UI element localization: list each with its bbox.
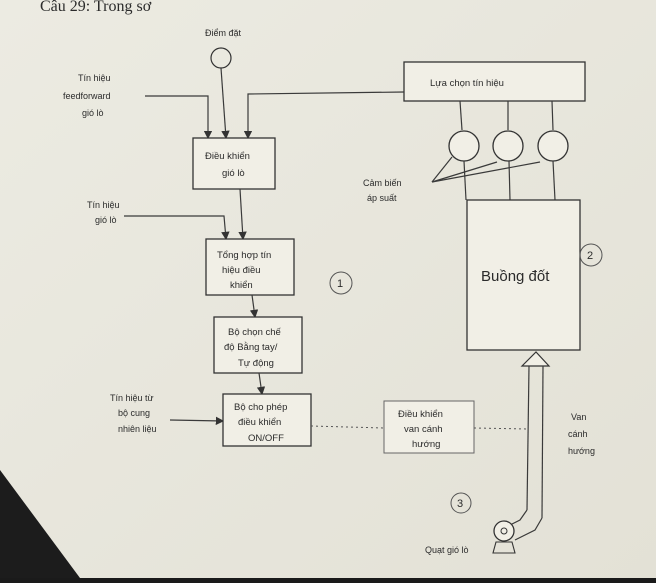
svg-text:Van: Van xyxy=(571,412,586,422)
setpoint-label: Điểm đặt xyxy=(205,28,242,38)
marker-3 xyxy=(450,492,472,514)
marker-1-label: 1 xyxy=(337,278,343,290)
combustion-chamber xyxy=(466,199,581,351)
vane-control-label-3: hướng xyxy=(412,439,440,450)
permit-link xyxy=(310,425,385,429)
marker-2 xyxy=(579,243,603,267)
permit-label-2: điều khiển xyxy=(238,417,281,428)
air-control-label-2: gió lò xyxy=(222,168,245,179)
fan-icon xyxy=(492,520,516,554)
signal-select-label: Lựa chọn tín hiệu xyxy=(430,78,504,89)
vane-control-block xyxy=(383,400,475,454)
svg-text:cánh: cánh xyxy=(568,429,588,439)
synthesis-label-2: hiệu điều xyxy=(222,265,261,276)
permit-label-1: Bộ cho phép xyxy=(234,402,287,413)
svg-text:bộ cung: bộ cung xyxy=(118,408,150,418)
synthesis-block xyxy=(205,238,295,296)
marker-1 xyxy=(329,271,353,295)
permit-block xyxy=(222,393,312,447)
setpoint-arrow xyxy=(220,67,230,140)
permit-label-3: ON/OFF xyxy=(248,433,284,444)
air-control-block xyxy=(192,137,276,190)
feedforward-label: Tín hiệu feedforward gió lò xyxy=(63,73,111,118)
svg-text:nhiên liệu: nhiên liệu xyxy=(118,424,157,434)
svg-text:áp suất: áp suất xyxy=(367,193,397,203)
fuel-signal-label: Tín hiệu từ bộ cung nhiên liệu xyxy=(110,393,157,434)
svg-text:feedforward: feedforward xyxy=(63,91,111,101)
fan-label: Quạt gió lò xyxy=(425,545,469,555)
synthesis-label-1: Tổng hợp tín xyxy=(217,250,271,261)
air-signal-label: Tín hiệu gió lò xyxy=(87,200,120,225)
vane-label: Van cánh hướng xyxy=(568,412,595,456)
signal-select-block xyxy=(403,61,586,102)
air-control-arrow xyxy=(238,188,247,241)
pressure-sensor-label: Cảm biến áp suất xyxy=(363,178,402,203)
svg-text:gió lò: gió lò xyxy=(82,108,104,118)
svg-text:Tín hiệu từ: Tín hiệu từ xyxy=(110,393,154,403)
air-duct xyxy=(509,351,551,541)
mode-selector-arrow xyxy=(256,372,266,396)
svg-text:Cảm biến: Cảm biến xyxy=(363,178,402,188)
svg-text:Tín hiệu: Tín hiệu xyxy=(78,73,111,83)
mode-selector-label-1: Bộ chọn chế xyxy=(228,327,282,338)
svg-text:Tín hiệu: Tín hiệu xyxy=(87,200,120,210)
air-control-label-1: Điều khiển xyxy=(205,151,250,162)
mode-selector-block xyxy=(213,316,303,374)
header-text: Câu 29: Trong sơ xyxy=(40,0,152,15)
fuel-signal-arrow xyxy=(169,416,225,426)
synthesis-arrow xyxy=(249,294,259,319)
combustion-chamber-label: Buồng đốt xyxy=(481,268,550,285)
mode-selector-label-3: Tự động xyxy=(238,358,274,369)
svg-text:hướng: hướng xyxy=(568,446,595,456)
marker-3-label: 3 xyxy=(457,498,463,510)
signal-select-arrow xyxy=(243,91,405,140)
marker-2-label: 2 xyxy=(587,250,593,262)
svg-text:gió lò: gió lò xyxy=(95,215,117,225)
vane-control-label-1: Điều khiển xyxy=(398,409,443,420)
vane-control-label-2: van cánh xyxy=(404,424,443,435)
vane-control-link xyxy=(473,427,529,430)
synthesis-label-3: khiển xyxy=(230,280,253,291)
air-signal-arrow xyxy=(124,215,230,241)
pressure-sensors xyxy=(431,100,569,201)
feedforward-arrow xyxy=(145,95,213,140)
mode-selector-label-2: độ Bằng tay/ xyxy=(224,342,278,353)
